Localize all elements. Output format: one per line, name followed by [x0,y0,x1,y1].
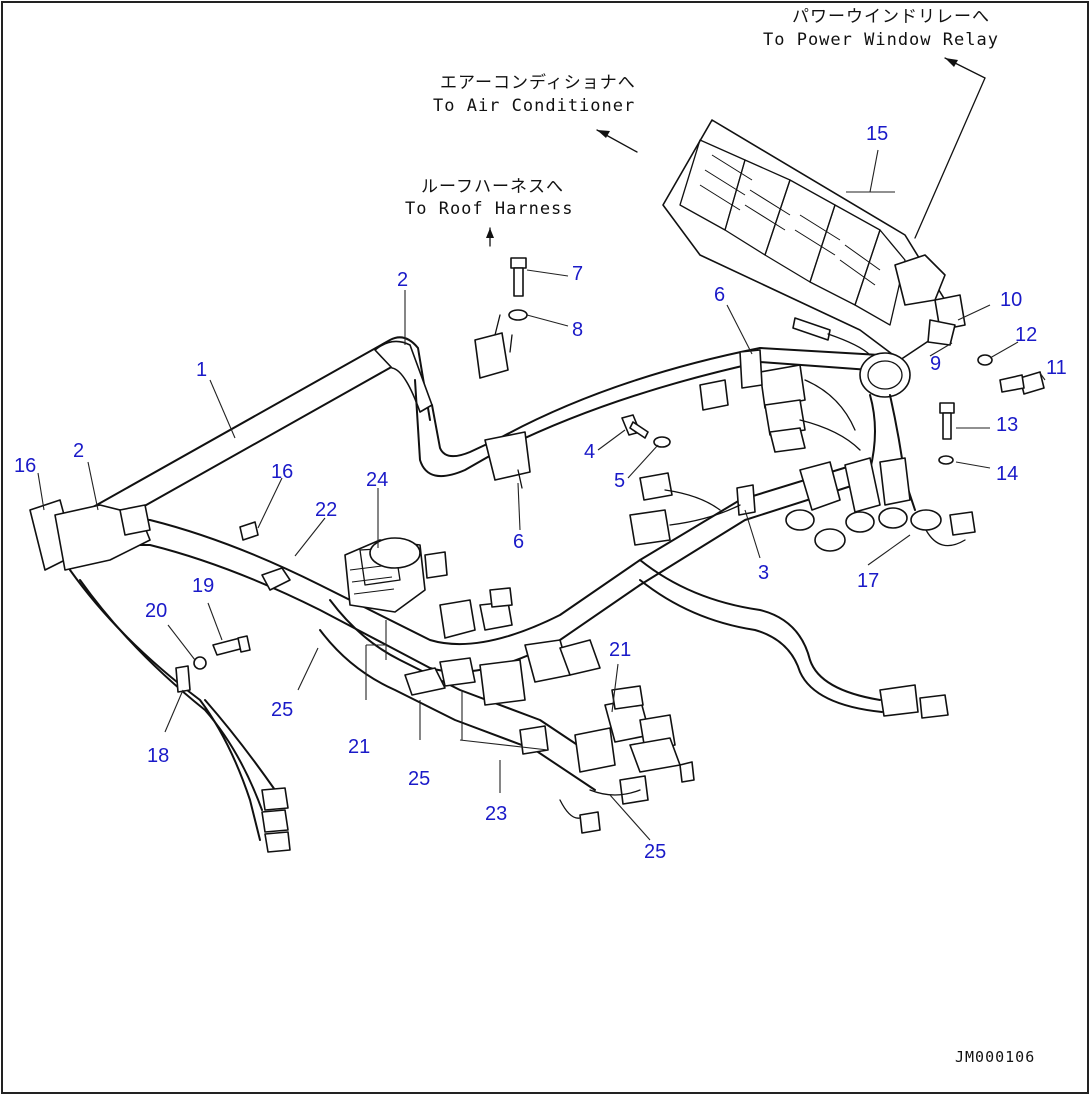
note-air-conditioner-jp: エアーコンディショナへ [440,72,636,93]
callout-25-left: 25 [271,699,293,721]
callout-19: 19 [192,575,214,597]
note-roof-harness-en: To Roof Harness [405,199,574,219]
callout-15: 15 [866,123,888,145]
callout-18: 18 [147,745,169,767]
callout-8: 8 [572,319,583,341]
callout-21-right: 21 [609,639,631,661]
note-air-conditioner-en: To Air Conditioner [433,96,635,116]
fasteners [193,257,1045,670]
callout-21-left: 21 [348,736,370,758]
connector-cluster-upper [629,349,861,546]
connector-cluster-lower [439,639,695,834]
callout-3: 3 [758,562,769,584]
callout-17: 17 [857,570,879,592]
leader-lines [37,149,1046,841]
grommet-cluster [785,457,976,552]
callout-1: 1 [196,359,207,381]
main-harness [59,336,949,791]
callout-14: 14 [996,463,1018,485]
callout-23: 23 [485,803,507,825]
callout-16-center: 16 [271,461,293,483]
callout-numbers: 1 2 2 3 4 5 6 6 7 8 9 10 11 12 13 14 15 … [14,123,1067,863]
drawing-code: JM000106 [955,1048,1035,1066]
callout-2-upper: 2 [397,269,408,291]
callout-5: 5 [614,470,625,492]
callout-24: 24 [366,469,388,491]
callout-13: 13 [996,414,1018,436]
fuse-box-assembly [662,119,966,511]
callout-20: 20 [145,600,167,622]
callout-22: 22 [315,499,337,521]
note-power-window-en: To Power Window Relay [763,30,999,50]
callout-12: 12 [1015,324,1037,346]
callout-4: 4 [584,441,595,463]
callout-6-lower: 6 [513,531,524,553]
direction-arrows [486,57,986,247]
callout-16-left: 16 [14,455,36,477]
callout-25-center: 25 [408,768,430,790]
callout-7: 7 [572,263,583,285]
note-power-window-jp: パワーウインドリレーへ [792,7,990,27]
callout-10: 10 [1000,289,1022,311]
relay-block-center [344,537,513,696]
callout-6-upper: 6 [714,284,725,306]
callout-11: 11 [1046,357,1067,379]
callout-25-right: 25 [644,841,666,863]
callout-2-left: 2 [73,440,84,462]
left-harness-bundle [29,499,291,853]
note-roof-harness-jp: ルーフハーネスへ [421,177,564,197]
callout-9: 9 [930,353,941,375]
